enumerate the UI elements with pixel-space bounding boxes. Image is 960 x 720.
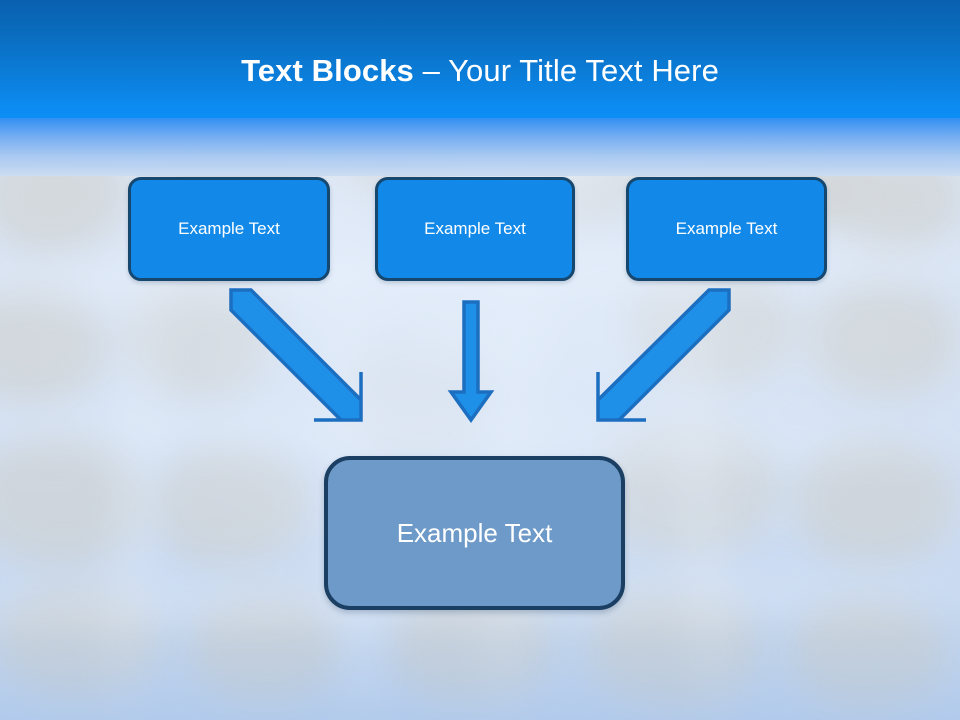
text-block-3[interactable]: Example Text: [626, 177, 827, 281]
text-block-2-label: Example Text: [424, 219, 526, 238]
page-title: Text Blocks – Your Title Text Here: [0, 52, 960, 90]
slide-header-band: [0, 0, 960, 118]
text-block-2[interactable]: Example Text: [375, 177, 575, 281]
page-title-bold: Text Blocks: [241, 53, 414, 88]
slide-header-fade: [0, 118, 960, 176]
page-title-regular: Your Title Text Here: [448, 53, 719, 88]
text-block-3-label: Example Text: [675, 219, 778, 238]
summary-text-block[interactable]: Example Text: [324, 456, 625, 610]
page-title-separator: –: [413, 53, 449, 88]
summary-text-block-label: Example Text: [396, 518, 553, 548]
text-block-1-label: Example Text: [178, 219, 280, 238]
text-block-1[interactable]: Example Text: [128, 177, 330, 281]
